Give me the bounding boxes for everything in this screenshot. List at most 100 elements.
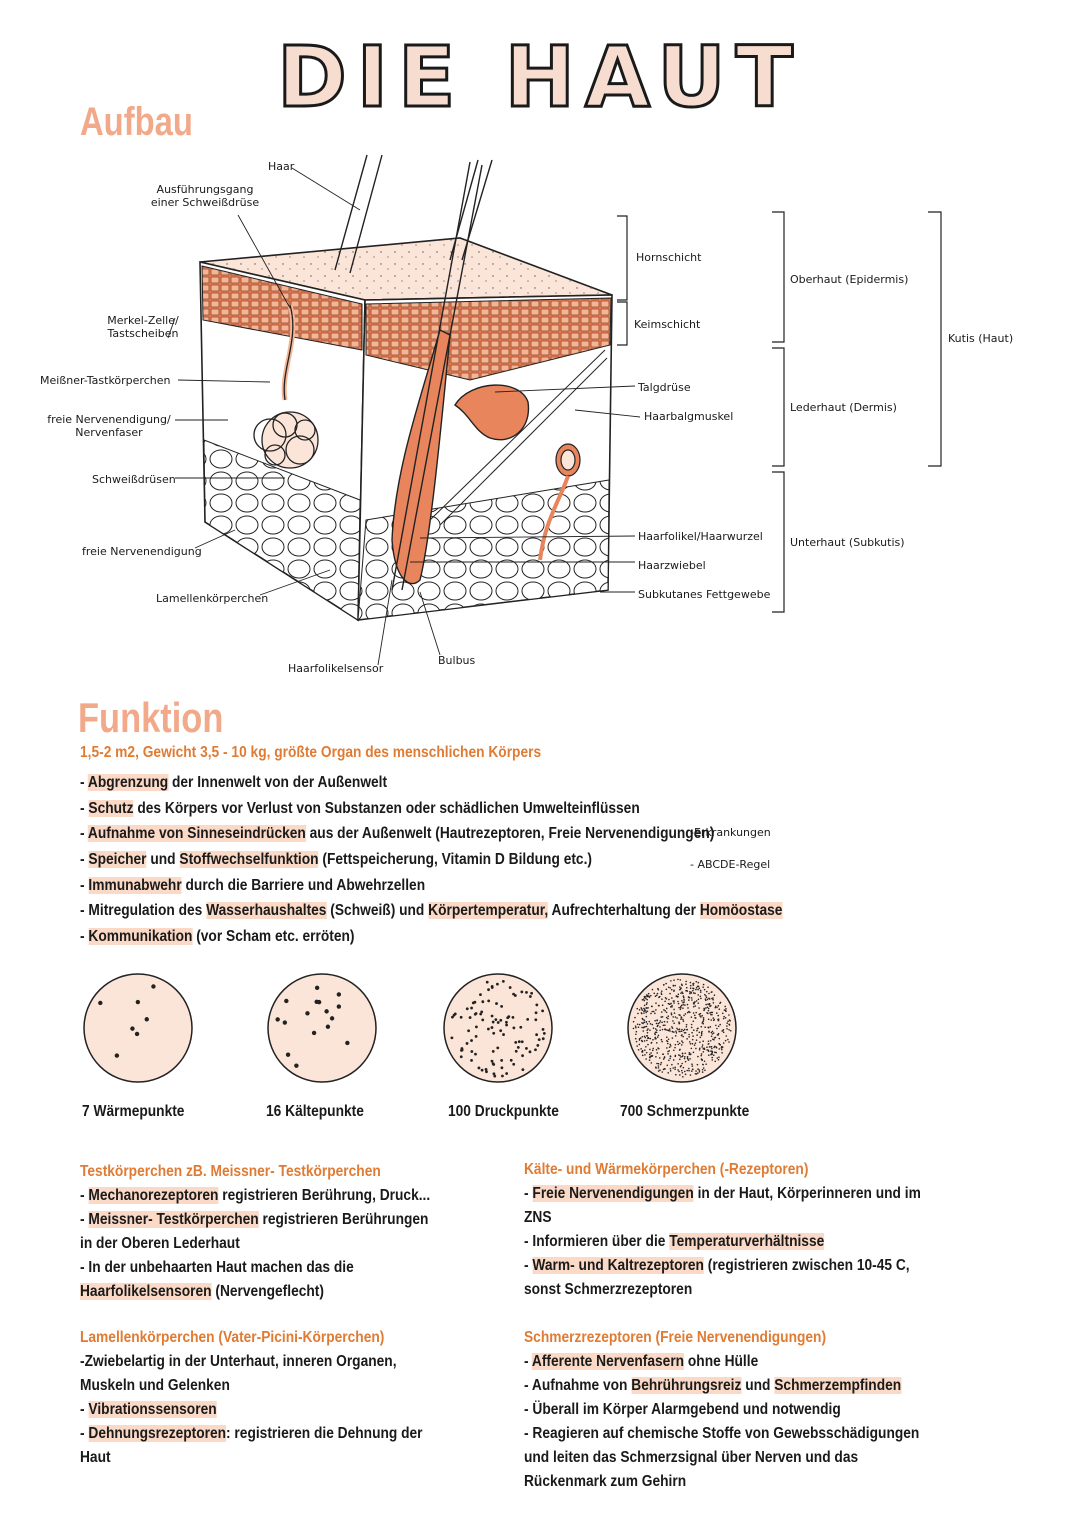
receptor-dot (685, 989, 688, 992)
receptor-dot (664, 1024, 666, 1027)
receptor-dot (697, 994, 699, 996)
receptor-dot (130, 1026, 135, 1031)
receptor-dot (724, 1017, 727, 1019)
receptor-dot (690, 1026, 693, 1029)
receptor-dot (680, 1004, 683, 1007)
receptor-dot (648, 1053, 651, 1056)
receptor-dot (697, 981, 700, 984)
receptor-dot (674, 1066, 676, 1069)
receptor-dot (707, 1026, 710, 1029)
section-line: Rückenmark zum Gehirn (524, 1470, 919, 1494)
receptor-dot (511, 1015, 515, 1019)
receptor-dot (667, 1017, 669, 1020)
receptor-dot (284, 998, 289, 1004)
highlighted-term: Stoffwechselfunktion (179, 851, 319, 869)
receptor-dot (692, 1005, 695, 1008)
receptor-dot (686, 1038, 688, 1040)
receptor-dot (669, 992, 671, 995)
receptor-dot (677, 993, 680, 996)
receptor-dot (479, 993, 482, 997)
receptor-dot (481, 1000, 485, 1004)
receptor-dot (683, 998, 685, 1001)
receptor-dot (728, 1028, 730, 1031)
receptor-dot (689, 992, 691, 995)
receptor-dot (699, 1036, 702, 1039)
receptor-dot (692, 1035, 694, 1037)
receptor-dot (645, 1007, 647, 1009)
section-line: - In der unbehaarten Haut machen das die (80, 1256, 430, 1280)
text-segment: - (80, 1187, 89, 1204)
receptor-dot (655, 1048, 658, 1051)
section-line: - Reagieren auf chemische Stoffe von Gew… (524, 1422, 919, 1446)
receptor-dot (666, 1036, 668, 1038)
receptor-dot (677, 978, 679, 981)
receptor-dot (664, 1068, 666, 1070)
receptor-dot (650, 1005, 653, 1008)
side-note-abcde: - ABCDE-Regel (690, 858, 771, 871)
highlighted-term: Immunabwehr (88, 876, 182, 894)
receptor-dot (686, 1003, 689, 1006)
receptor-dot (688, 1010, 690, 1013)
receptor-dot (675, 1073, 677, 1076)
receptor-dot (500, 1066, 504, 1070)
receptor-dot (669, 987, 672, 989)
receptor-circle (627, 973, 737, 1083)
receptor-dot (459, 1015, 463, 1019)
receptor-dot (528, 995, 532, 998)
receptor-dot (683, 1057, 686, 1060)
receptor-dot (669, 1070, 672, 1072)
receptor-dot (641, 1017, 644, 1020)
receptor-dot (656, 1025, 659, 1028)
receptor-dot (311, 1030, 317, 1036)
receptor-dot (644, 1036, 647, 1039)
receptor-dot (711, 1033, 714, 1035)
text-segment: - (524, 1353, 532, 1370)
receptor-dot (673, 1002, 675, 1004)
receptor-dot (684, 1004, 686, 1006)
receptor-dot (712, 998, 714, 1001)
receptor-dot (663, 1056, 666, 1058)
receptor-dot (673, 1031, 675, 1033)
receptor-dot (505, 1020, 508, 1024)
text-segment: - Mitregulation des (80, 902, 207, 920)
receptor-dot (689, 1053, 692, 1055)
receptor-dot (495, 1002, 498, 1005)
receptor-dot (651, 988, 654, 991)
receptor-dot (692, 989, 694, 992)
receptor-dot (684, 1073, 687, 1076)
receptor-dot (692, 992, 695, 994)
receptor-dot (669, 1030, 671, 1032)
receptor-dot (646, 1039, 648, 1042)
receptor-dot (707, 1007, 710, 1010)
receptor-dot (636, 1007, 639, 1010)
receptor-dot (667, 986, 670, 989)
section-line: und leiten das Schmerzsignal über Nerven… (524, 1446, 919, 1470)
text-segment: und leiten das Schmerzsignal über Nerven… (524, 1449, 859, 1466)
receptor-dot (715, 1046, 717, 1048)
receptor-dot (674, 1046, 676, 1049)
receptor-dot (656, 1036, 659, 1038)
receptor-dot (534, 1011, 538, 1015)
receptor-dot (680, 1030, 683, 1032)
receptor-dot (728, 1014, 730, 1016)
receptor-dot (661, 998, 663, 1000)
receptor-dot (707, 1009, 710, 1012)
receptor-dot (693, 1044, 696, 1046)
receptor-dot (671, 1006, 673, 1008)
receptor-dot (474, 1012, 478, 1015)
receptor-dot (722, 1031, 725, 1034)
section-title: Testkörperchen zB. Meissner- Testkörperc… (80, 1163, 381, 1180)
receptor-dot (678, 1070, 680, 1073)
receptor-dot (679, 1008, 682, 1011)
receptor-dot (669, 1043, 671, 1046)
receptor-dot (535, 1033, 539, 1037)
section-lamellenkoerperchen: Lamellenkörperchen (Vater-Picini-Körperc… (80, 1326, 423, 1470)
receptor-dot (645, 1015, 648, 1018)
receptor-dot (723, 1015, 725, 1018)
receptor-dot (517, 1040, 521, 1044)
section-line: -Zwiebelartig in der Unterhaut, inneren … (80, 1350, 423, 1374)
receptor-dot (701, 1044, 704, 1046)
receptor-dot (710, 1013, 712, 1016)
receptor-dot (671, 997, 673, 999)
receptor-dot (649, 1056, 651, 1059)
